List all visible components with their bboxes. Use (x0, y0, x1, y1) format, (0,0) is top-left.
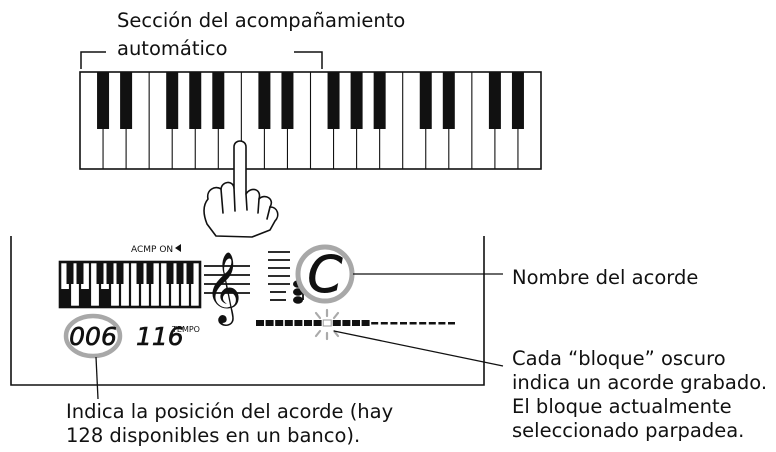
chord-name-label: Nombre del acorde (512, 266, 699, 289)
lcd-black-key (146, 262, 154, 284)
chord-block (294, 320, 303, 326)
tempo-value: 116 (136, 322, 184, 351)
chord-block (313, 320, 322, 326)
tempo-label: TEMPO (171, 325, 200, 334)
position-label-line1: Indica la posición del acorde (hay (66, 400, 394, 423)
empty-block (448, 322, 455, 325)
empty-block (390, 322, 398, 325)
lcd-black-key (76, 262, 84, 284)
block-label-line4: seleccionado parpadea. (512, 419, 745, 442)
section-label-line1: Sección del acompañamiento (117, 9, 406, 32)
chord-block (332, 320, 341, 326)
black-key (327, 72, 340, 129)
lcd-black-key (116, 262, 124, 284)
keyboard (79, 71, 542, 170)
block-label-line3: El bloque actualmente (512, 395, 732, 418)
empty-block (371, 322, 379, 325)
lcd-pressed-key (101, 289, 109, 306)
empty-block (419, 322, 427, 325)
empty-block (438, 322, 446, 325)
blink-burst-icon (314, 308, 340, 341)
position-label-line2: 128 disponibles en un banco). (66, 424, 361, 447)
chord-block-blinking (322, 319, 332, 327)
black-key (488, 72, 501, 129)
black-key (373, 72, 386, 129)
lcd-black-key (96, 262, 104, 284)
black-key (419, 72, 432, 129)
treble-clef-icon: 𝄞 (204, 250, 250, 326)
black-key (258, 72, 271, 129)
section-label-line2: automático (117, 37, 228, 60)
lcd-black-key (186, 262, 194, 284)
chord-block (352, 320, 360, 326)
black-key (442, 72, 455, 129)
position-leader (95, 356, 99, 400)
empty-block (409, 322, 417, 325)
black-key (97, 72, 110, 129)
chord-position-display: 006 (63, 313, 123, 359)
chord-block (275, 320, 284, 326)
block-label-line1: Cada “bloque” oscuro (512, 347, 726, 370)
lcd-black-key (136, 262, 144, 284)
black-key (120, 72, 133, 129)
black-key (350, 72, 363, 129)
lcd-keyboard (58, 260, 202, 309)
block-leader (333, 330, 504, 367)
chord-block (265, 320, 274, 326)
chord-block (256, 320, 264, 326)
lcd-panel (10, 236, 485, 386)
chord-name-display: C (295, 244, 355, 305)
black-key (281, 72, 294, 129)
black-key (511, 72, 524, 129)
section-bracket (80, 51, 323, 69)
chord-block (284, 320, 293, 326)
chord-position-value: 006 (69, 322, 117, 351)
lcd-black-key (176, 262, 184, 284)
lcd-black-key (106, 262, 114, 284)
lcd-pressed-key (81, 289, 89, 306)
svg-text:𝄞: 𝄞 (205, 250, 242, 326)
acmp-arrow-icon (175, 244, 181, 252)
empty-block (400, 322, 407, 325)
black-key (189, 72, 202, 129)
lcd-black-key (66, 262, 74, 284)
acmp-on-label: ACMP ON (131, 245, 173, 255)
block-label-line2: indica un acorde grabado. (512, 371, 768, 394)
black-key (212, 72, 225, 129)
chord-symbol: C (308, 246, 343, 304)
chord-block (361, 320, 370, 326)
lcd-pressed-key (61, 289, 69, 306)
black-key (166, 72, 179, 129)
chord-block-bar (256, 319, 455, 327)
pointing-hand-icon (203, 140, 279, 238)
empty-block (428, 322, 436, 325)
chord-block (342, 320, 351, 326)
chord-block (304, 320, 312, 326)
empty-block (380, 322, 388, 325)
lcd-black-key (166, 262, 174, 284)
